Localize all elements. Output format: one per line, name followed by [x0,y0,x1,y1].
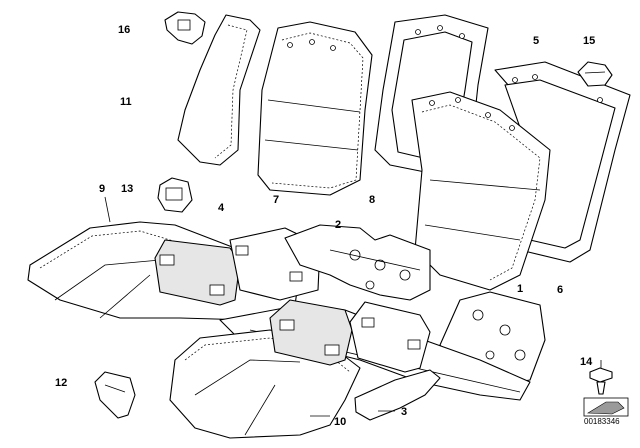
part-backrest-cushion [411,91,551,291]
callout-12: 12 [55,377,67,389]
part-block-13 [157,177,193,213]
callout-3: 3 [401,406,407,418]
marker-arrow-icon [587,401,625,415]
callout-6: 6 [557,284,563,296]
callout-10: 10 [334,416,346,428]
part-side-trim [354,369,441,421]
part-center-bracket [284,224,431,301]
callout-13: 13 [121,183,133,195]
callout-7: 7 [273,194,279,206]
callout-4: 4 [218,202,225,214]
part-side-bolster [177,14,261,166]
document-marker [583,397,629,417]
part-push-clip-14 [589,367,613,395]
callout-2: 2 [335,219,341,231]
callout-15: 15 [583,35,595,47]
leader-lines [104,196,602,417]
part-seat-base-right [269,299,431,373]
document-number: 00183346 [584,417,620,426]
callout-9: 9 [99,183,105,195]
part-trim-bracket-12 [94,371,136,419]
callout-1: 1 [517,283,523,295]
callout-8: 8 [369,194,375,206]
part-backrest-center [257,21,373,196]
callout-5: 5 [533,35,539,47]
part-clip-top [164,11,206,45]
part-clip-15 [577,61,613,87]
callout-16: 16 [118,24,130,36]
callout-11: 11 [120,96,132,108]
callout-14: 14 [580,356,593,368]
